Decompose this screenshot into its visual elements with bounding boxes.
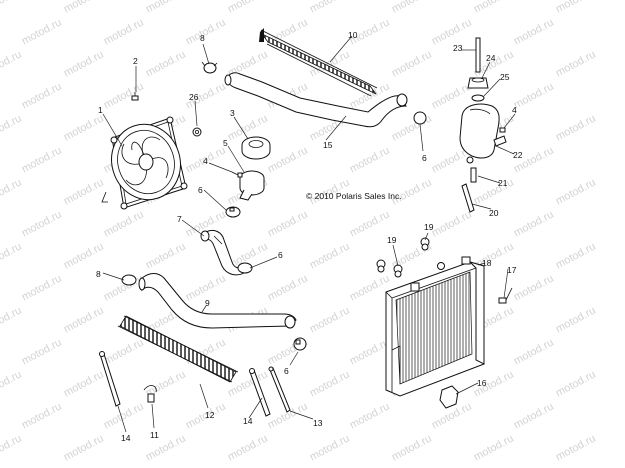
callout-21: 21 xyxy=(498,178,508,188)
hose-sleeve-part-12 xyxy=(117,315,239,383)
bumper-part-16 xyxy=(439,385,459,409)
grommet-part-19-left xyxy=(376,259,386,273)
dipstick-part-23 xyxy=(475,37,481,73)
leader-lines xyxy=(102,35,516,433)
fitting-part-21 xyxy=(470,167,477,183)
copyright-notice: © 2010 Polaris Sales Inc. xyxy=(306,191,402,201)
screw-part-4-right xyxy=(499,127,506,133)
callout-3: 3 xyxy=(230,108,235,118)
callout-19-left: 19 xyxy=(387,235,397,245)
rod-part-14-right xyxy=(249,368,271,417)
clamp-part-6-b xyxy=(237,262,253,274)
callout-6-a: 6 xyxy=(198,185,203,195)
filler-neck-part-5 xyxy=(239,170,265,201)
callout-14-right: 14 xyxy=(243,416,253,426)
cooling-fan-assembly xyxy=(101,116,188,210)
callout-8-top: 8 xyxy=(200,33,205,43)
radiator-cap-part-3 xyxy=(241,136,271,160)
callout-7: 7 xyxy=(177,214,182,224)
callout-23: 23 xyxy=(453,43,463,53)
callout-26: 26 xyxy=(189,92,199,102)
callout-19-right: 19 xyxy=(424,222,434,232)
bolt-part-17 xyxy=(498,287,513,304)
clamp-part-6-d xyxy=(293,337,307,351)
clamp-part-8-top xyxy=(201,61,218,74)
clamp-part-8-bottom xyxy=(121,274,137,286)
reservoir-cap-part-24 xyxy=(467,77,489,89)
callout-2: 2 xyxy=(133,56,138,66)
callout-17: 17 xyxy=(507,265,517,275)
callout-4-right: 4 xyxy=(512,105,517,115)
hose-sleeve-part-10 xyxy=(259,28,378,97)
radiator-part-18 xyxy=(385,256,485,397)
screw-part-4-left xyxy=(231,171,243,178)
callout-10: 10 xyxy=(348,30,358,40)
callout-14-left: 14 xyxy=(121,433,131,443)
callout-18: 18 xyxy=(482,258,492,268)
coolant-hose-part-15 xyxy=(224,72,408,128)
clamp-part-6-c xyxy=(413,111,427,125)
grommet-part-19-far xyxy=(437,262,445,270)
grommet-part-19-right xyxy=(420,237,430,251)
callout-6-d: 6 xyxy=(284,366,289,376)
coolant-reservoir-part-22 xyxy=(459,103,507,164)
callout-5: 5 xyxy=(223,138,228,148)
callout-25: 25 xyxy=(500,72,510,82)
grommet-part-19-mid xyxy=(393,264,403,278)
callout-9: 9 xyxy=(205,298,210,308)
coolant-hose-part-9 xyxy=(138,273,297,329)
callout-4-left: 4 xyxy=(203,156,208,166)
nut-part-26 xyxy=(192,127,202,137)
callout-6-c: 6 xyxy=(422,153,427,163)
rod-part-13 xyxy=(268,366,291,413)
callout-22: 22 xyxy=(513,150,523,160)
callout-16: 16 xyxy=(477,378,487,388)
callout-24: 24 xyxy=(486,53,496,63)
callout-15: 15 xyxy=(323,140,333,150)
clip-part-11 xyxy=(143,385,157,403)
seal-part-25 xyxy=(471,94,485,102)
callout-6-b: 6 xyxy=(278,250,283,260)
clamp-part-6-a xyxy=(225,206,241,218)
callout-1: 1 xyxy=(98,105,103,115)
callout-8-bottom: 8 xyxy=(96,269,101,279)
tube-part-20 xyxy=(461,183,475,213)
rod-part-14-left xyxy=(99,351,121,407)
callout-12: 12 xyxy=(205,410,215,420)
callout-labels: 1 2 3 4 4 5 6 6 6 6 7 8 8 9 10 11 12 13 … xyxy=(96,30,523,443)
callout-13: 13 xyxy=(313,418,323,428)
callout-20: 20 xyxy=(489,208,499,218)
callout-11: 11 xyxy=(150,430,159,440)
screw-part-2 xyxy=(131,92,139,101)
